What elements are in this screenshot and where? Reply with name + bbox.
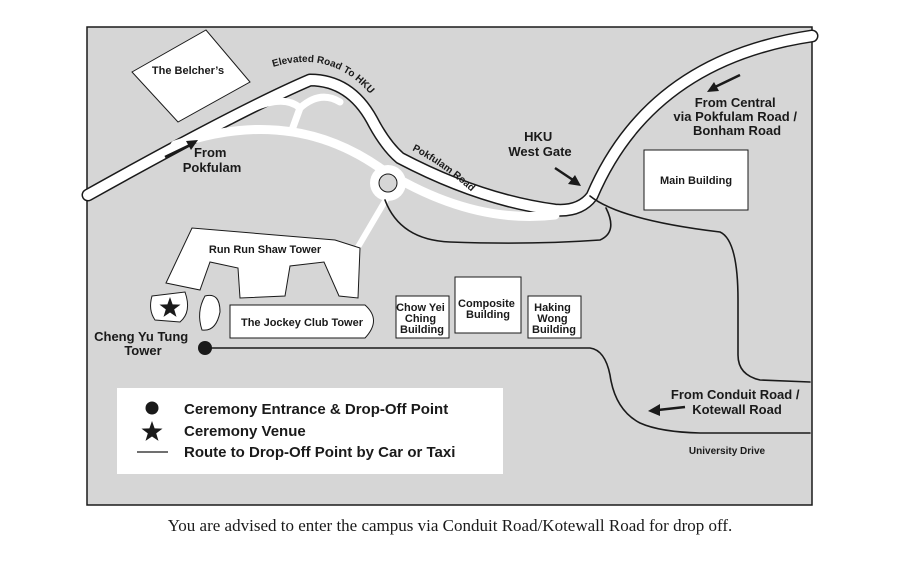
- chow-yei-ching-label: Chow Yei Ching Building: [396, 302, 448, 336]
- belchers-building: [131, 29, 251, 123]
- caption: You are advised to enter the campus via …: [167, 516, 733, 535]
- cheng-yu-tung-tower-annex: [199, 294, 221, 331]
- arrow-icon: [554, 166, 574, 182]
- main-building: [643, 149, 749, 211]
- legend-entrance-label: Ceremony Entrance & Drop-Off Point: [184, 401, 448, 418]
- legend-route-label: Route to Drop-Off Point by Car or Taxi: [184, 444, 455, 461]
- legend: Ceremony Entrance & Drop-Off Point Cerem…: [117, 388, 503, 474]
- main-building-label: Main Building: [660, 175, 732, 187]
- haking-wong-label: Haking Wong Building: [532, 302, 576, 336]
- jockey-club-label: The Jockey Club Tower: [241, 317, 364, 329]
- legend-venue-icon: [141, 421, 163, 441]
- haking-wong-building: [527, 295, 582, 339]
- composite-label: Composite Building: [458, 298, 518, 321]
- hku-west-gate-label: HKU West Gate: [508, 129, 571, 159]
- legend-box: [117, 388, 503, 474]
- belchers-label: The Belcher’s: [152, 65, 224, 77]
- composite-building: [454, 276, 522, 334]
- chow-yei-ching-building: [395, 295, 450, 339]
- cheng-yu-tung-label: Cheng Yu Tung Tower: [94, 329, 192, 358]
- buildings-layer: [131, 29, 749, 339]
- university-drive-label: University Drive: [689, 446, 766, 457]
- direction-arrows: [164, 73, 741, 416]
- venue-star-icon: [159, 297, 181, 317]
- arrow-icon: [714, 73, 741, 89]
- entrance-dot-icon: [198, 341, 212, 355]
- run-run-shaw-tower: [165, 227, 361, 299]
- run-run-shaw-label: Run Run Shaw Tower: [209, 244, 322, 256]
- legend-venue-label: Ceremony Venue: [184, 423, 306, 440]
- legend-entrance-icon: [145, 401, 159, 415]
- from-pokfulam-label: From Pokfulam: [183, 145, 242, 175]
- arrow-icon: [657, 405, 686, 412]
- route-lines: [204, 195, 811, 434]
- roads-layer: [81, 29, 819, 250]
- from-central-label: From Central via Pokfulam Road / Bonham …: [673, 95, 800, 138]
- from-conduit-label: From Conduit Road / Kotewall Road: [671, 387, 803, 417]
- arrow-icon: [164, 143, 191, 159]
- jockey-club-tower: [229, 304, 374, 339]
